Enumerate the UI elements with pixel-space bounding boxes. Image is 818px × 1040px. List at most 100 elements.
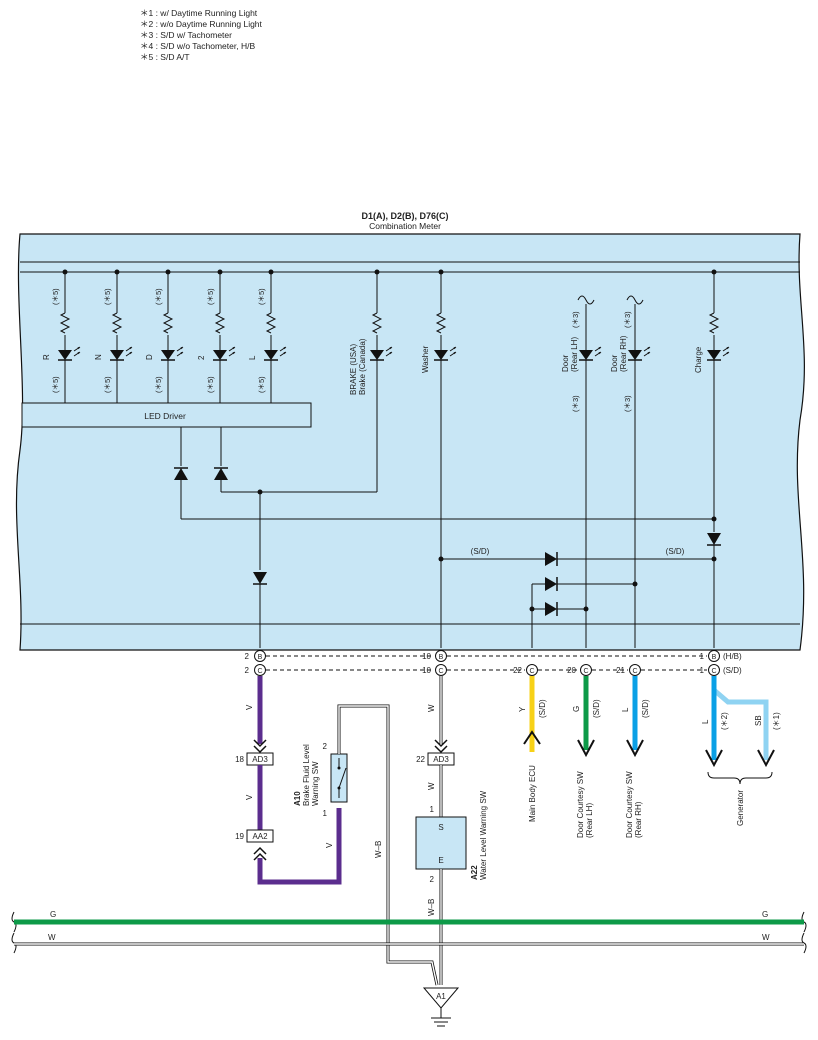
door-lh-dest-2: (Rear LH): [585, 803, 594, 838]
sd-label-right: (S/D): [666, 547, 685, 556]
connector-ad3w-label: AD3: [433, 755, 449, 764]
door-lh-label-2: (Rear LH): [570, 337, 579, 372]
shift-lamp-r: (＊5) R (＊5): [42, 269, 81, 403]
pin-brake-b: B: [258, 654, 263, 661]
shift-lamp-2-note2: (＊5): [206, 376, 215, 393]
water-sw-e: E: [438, 856, 443, 865]
sd-label-ecu: (S/D): [538, 699, 547, 718]
shift-lamp-2: (＊5) 2 (＊5): [197, 269, 236, 403]
brake-sw-pin1: 1: [323, 809, 328, 818]
door-rh-dest-1: Door Courtesy SW: [625, 771, 634, 838]
connector-pins: B C 2 2 B C 10 10 C 22 C 20 C 21 B C 1 1…: [245, 650, 742, 676]
door-lh-note: (＊3): [571, 311, 580, 328]
pin-brake-b-num: 2: [245, 652, 250, 661]
wire-g: G: [572, 706, 581, 712]
brake-sw-pin2: 2: [323, 742, 328, 751]
pin-door-lh-num: 20: [567, 666, 576, 675]
door-rh-lamp: (＊3) Door (Rear RH) (＊3): [610, 295, 651, 648]
water-level-circuit: AD3 22 S E 1 2 A22 Water Level Warning S…: [415, 676, 488, 985]
notes-list: ＊1 : w/ Daytime Running Light ＊2 : w/o D…: [140, 8, 262, 63]
brake-label-usa: BRAKE (USA): [349, 344, 358, 395]
shift-lamp-n-note: (＊5): [103, 288, 112, 305]
main-ecu-wire: Y (S/D) Main Body ECU: [518, 676, 547, 822]
gen-note-sb: (＊1): [772, 712, 781, 730]
pin-washer-b: B: [439, 654, 444, 661]
sd-label-door-lh: (S/D): [592, 699, 601, 718]
pin-main-ecu-num: 22: [513, 666, 522, 675]
door-rh-label-2: (Rear RH): [619, 335, 628, 372]
sd-label-left: (S/D): [471, 547, 490, 556]
sd-label-charge: (S/D): [723, 666, 742, 675]
connector-ad3w-pin: 22: [416, 755, 425, 764]
water-sw-pin1: 1: [430, 805, 435, 814]
connector-aa2-label: AA2: [252, 832, 268, 841]
shift-lamp-l-note: (＊5): [257, 288, 266, 305]
pin-brake-c-num: 2: [245, 666, 250, 675]
shift-lamp-d-label: D: [145, 354, 154, 360]
note-2: ＊2 : w/o Daytime Running Light: [140, 19, 262, 29]
door-rh-label-1: Door: [610, 354, 619, 372]
bottom-bus: G G W W: [11, 910, 807, 954]
shift-lamp-n: (＊5) N (＊5): [94, 269, 133, 403]
pin-main-ecu: C: [529, 668, 534, 675]
pin-door-rh: C: [632, 668, 637, 675]
shift-lamp-l-label: L: [248, 355, 257, 360]
door-lh-label-1: Door: [561, 354, 570, 372]
water-sw-pin2: 2: [430, 875, 435, 884]
brake-sw-id: A10: [293, 791, 302, 806]
pin-charge-b-num: 1: [700, 652, 705, 661]
pin-brake-c: C: [257, 668, 262, 675]
door-rh-note2: (＊3): [623, 395, 632, 412]
meter-title: D1(A), D2(B), D76(C): [361, 211, 448, 221]
wire-sb: SB: [754, 715, 763, 726]
shift-lamp-l-note2: (＊5): [257, 376, 266, 393]
shift-lamp-2-note: (＊5): [206, 288, 215, 305]
door-lh-lamp: (＊3) Door (Rear LH) (＊3): [561, 295, 602, 648]
door-rh-note: (＊3): [623, 311, 632, 328]
pin-charge-c-num: 1: [700, 666, 705, 675]
water-sw-id: A22: [470, 865, 479, 880]
bus-w-right: W: [762, 933, 770, 942]
hb-label: (H/B): [723, 652, 742, 661]
shift-lamp-r-note2: (＊5): [51, 376, 60, 393]
brake-fluid-circuit: AD3 18 AA2 19 V V V 2 1 A10 Brake Fluid …: [235, 676, 439, 986]
shift-lamp-d-note2: (＊5): [154, 376, 163, 393]
bus-g-left: G: [50, 910, 56, 919]
brake-label-canada: Brake (Canada): [358, 338, 367, 395]
water-sw-name: Water Level Warning SW: [479, 790, 488, 880]
pin-charge-c: C: [711, 668, 716, 675]
shift-lamp-n-label: N: [94, 354, 103, 360]
generator-label: Generator: [736, 790, 745, 826]
shift-lamp-d: (＊5) D (＊5): [145, 269, 184, 403]
washer-label: Washer: [421, 345, 430, 373]
shift-lamp-d-note: (＊5): [154, 288, 163, 305]
wire-l-gen: L: [701, 719, 710, 724]
shift-lamp-n-note2: (＊5): [103, 376, 112, 393]
bus-g-right: G: [762, 910, 768, 919]
wire-wb-2: W–B: [427, 899, 436, 916]
note-3: ＊3 : S/D w/ Tachometer: [140, 30, 232, 40]
wire-v-3: V: [325, 842, 334, 848]
connector-aa2: [246, 829, 274, 843]
led-driver-box: [21, 402, 312, 428]
brake-sw-name-2: Warning SW: [311, 761, 320, 806]
sd-label-door-rh: (S/D): [641, 699, 650, 718]
bus-w-left: W: [48, 933, 56, 942]
combination-meter-box: [15, 233, 805, 651]
pin-washer-c: C: [438, 668, 443, 675]
charge-label: Charge: [694, 346, 703, 373]
note-5: ＊5 : S/D A/T: [140, 52, 190, 62]
shift-lamp-r-label: R: [42, 354, 51, 360]
ground-a1: A1: [422, 987, 460, 1027]
connector-ad3-pin: 18: [235, 755, 244, 764]
main-ecu-label: Main Body ECU: [528, 765, 537, 822]
note-1: ＊1 : w/ Daytime Running Light: [140, 8, 258, 18]
shift-lamp-r-note: (＊5): [51, 288, 60, 305]
pin-charge-b: B: [712, 654, 717, 661]
wire-l-door: L: [621, 707, 630, 712]
wire-y: Y: [518, 706, 527, 712]
door-lh-note2: (＊3): [571, 395, 580, 412]
water-sw-s: S: [438, 823, 443, 832]
note-4: ＊4 : S/D w/o Tachometer, H/B: [140, 41, 256, 51]
wire-v-1: V: [245, 704, 254, 710]
